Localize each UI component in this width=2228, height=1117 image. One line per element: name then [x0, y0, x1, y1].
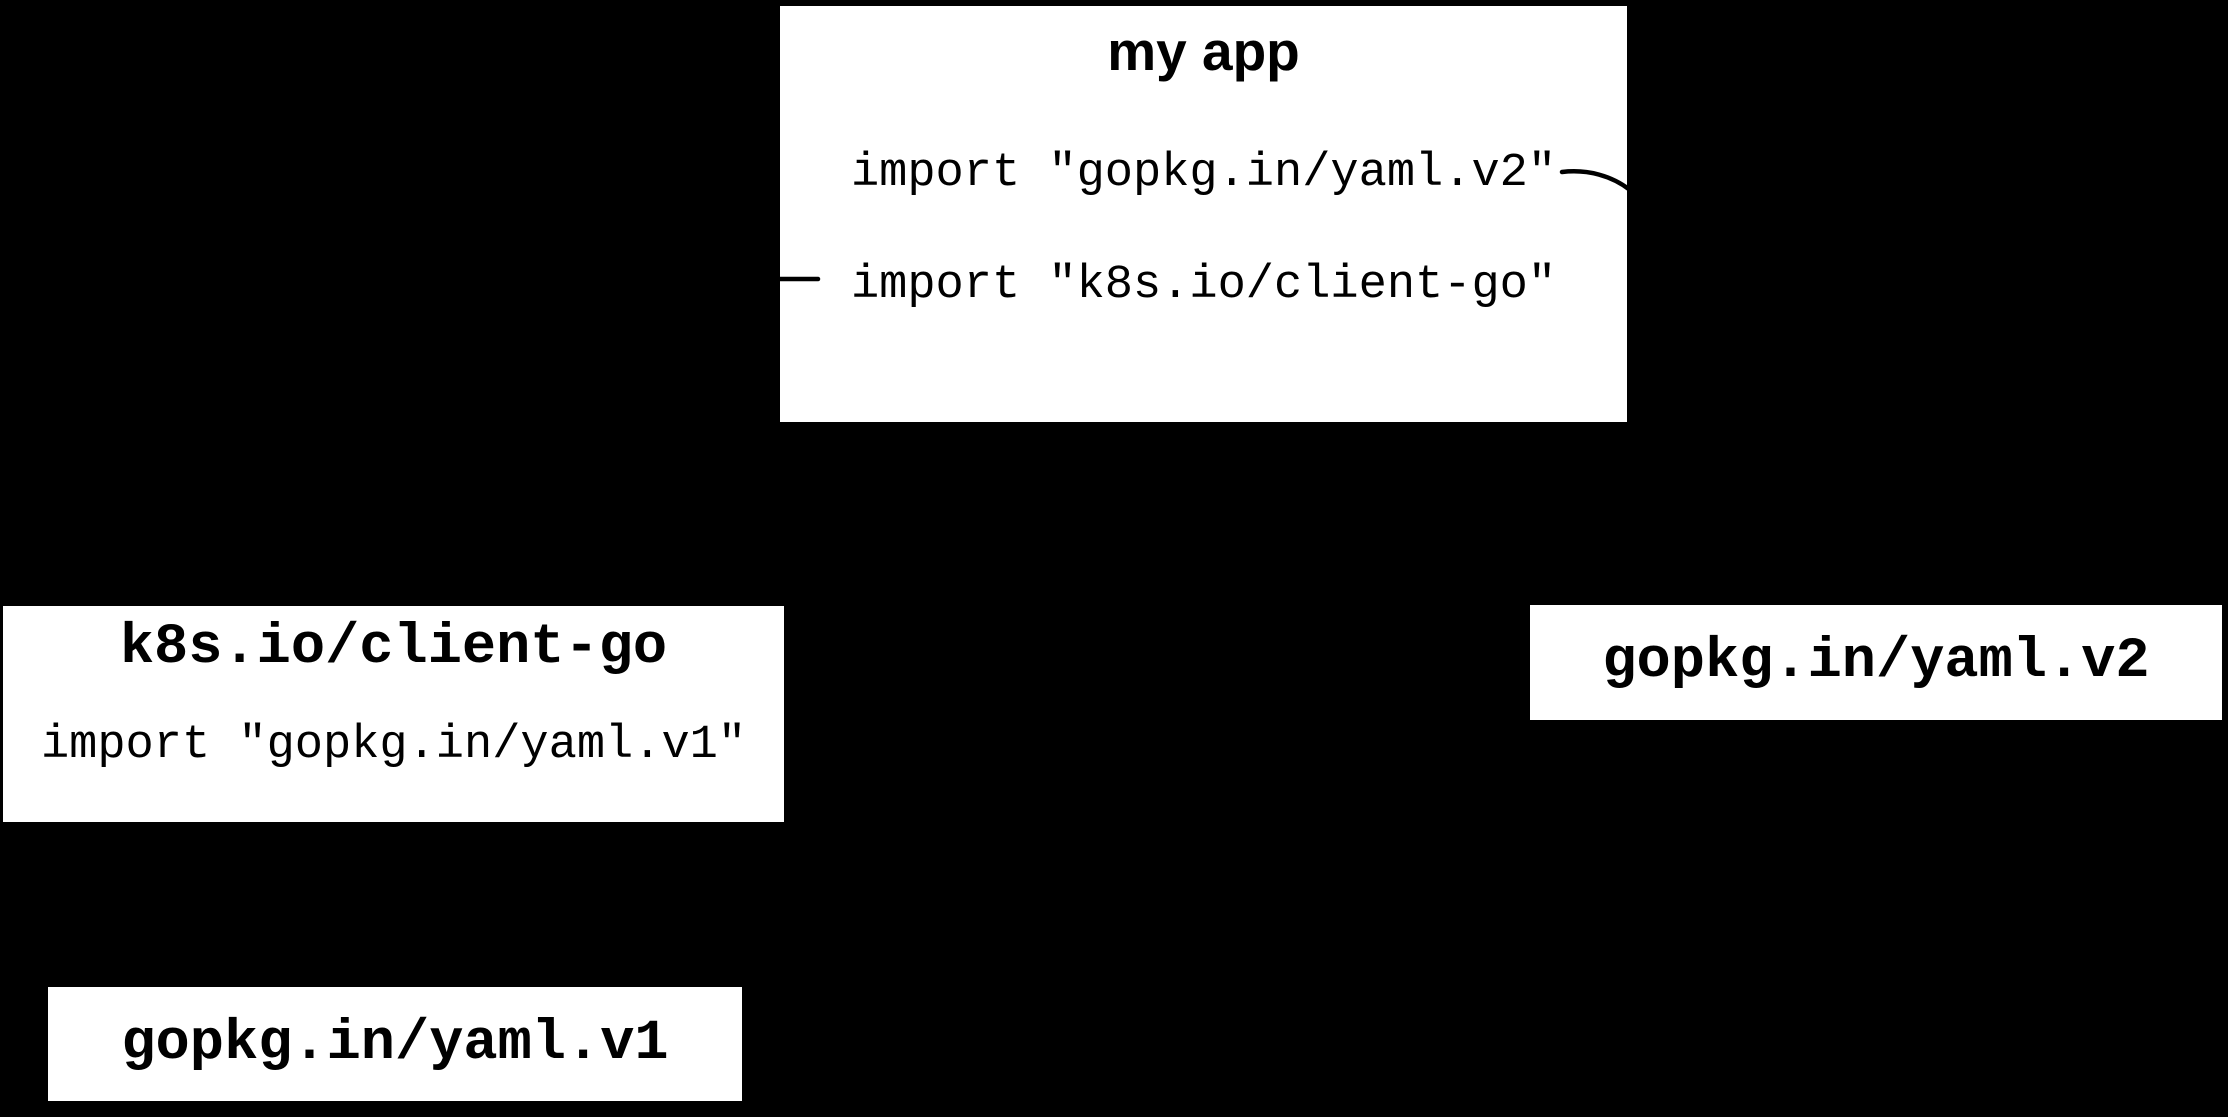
my-app-import-yaml-v2: import "gopkg.in/yaml.v2": [850, 147, 1557, 200]
node-yaml-v1: gopkg.in/yaml.v1: [48, 987, 742, 1101]
client-go-import-yaml-v1: import "gopkg.in/yaml.v1": [40, 719, 747, 772]
yaml-v2-title: gopkg.in/yaml.v2: [1602, 630, 2150, 694]
yaml-v1-title: gopkg.in/yaml.v1: [121, 1011, 669, 1076]
node-yaml-v2: gopkg.in/yaml.v2: [1530, 605, 2222, 720]
my-app-title: my app: [1107, 20, 1300, 82]
client-go-title: k8s.io/client-go: [119, 616, 668, 680]
node-my-app: [780, 6, 1627, 422]
my-app-import-client-go: import "k8s.io/client-go": [850, 259, 1557, 312]
node-client-go: [3, 606, 784, 822]
